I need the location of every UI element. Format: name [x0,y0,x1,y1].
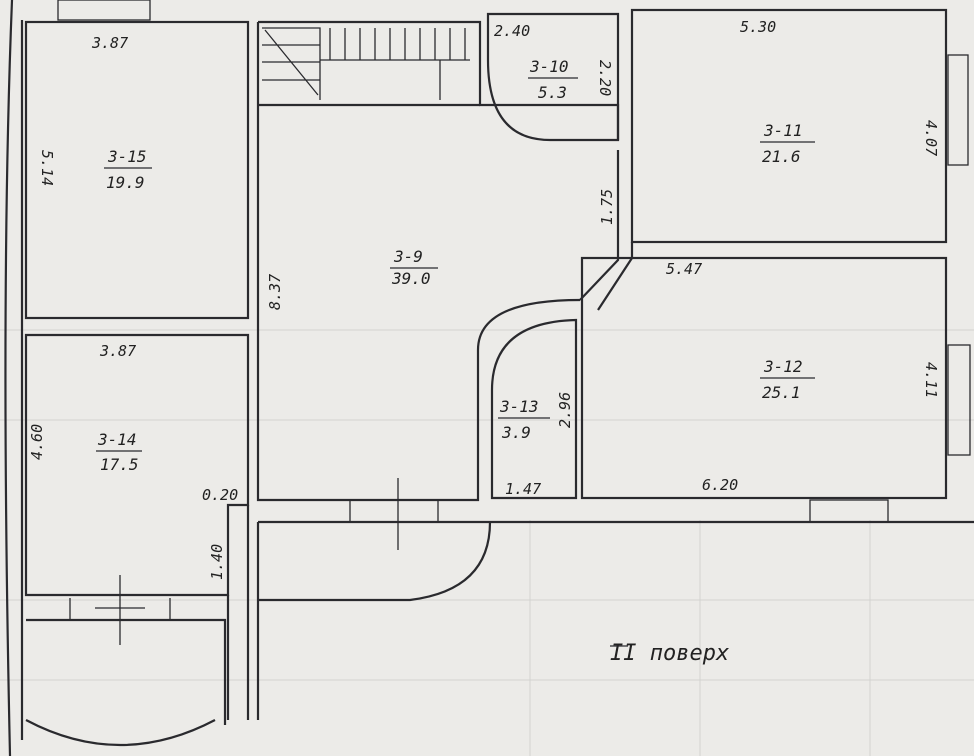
room-area: 17.5 [100,455,139,474]
room-3-12 [580,256,948,500]
dimension: 5.30 [740,18,776,36]
room-id: 3-11 [763,121,803,140]
room-area: 3.9 [501,423,531,442]
dimension: 8.37 [266,274,284,310]
room-area: 21.6 [762,147,801,166]
room-labels: 3-15 19.9 3-14 17.5 3-9 39.0 3-10 5.3 3-… [96,57,815,474]
room-id: 3-10 [529,57,569,76]
room-area: 19.9 [106,173,145,192]
dimension: 2.20 [596,60,614,96]
dimension: 2.96 [556,392,574,428]
room-area: 5.3 [538,83,567,102]
dimension-labels: 3.87 5.14 3.87 4.60 0.20 1.40 8.37 2.40 … [28,18,940,580]
dimension: 2.40 [494,22,530,40]
room-id: 3-13 [499,397,539,416]
walls [4,0,974,756]
room-3-13 [490,318,578,500]
dimension: 3.87 [91,34,128,52]
dimension: 4.11 [922,362,940,398]
room-id: 3-12 [763,357,803,376]
dimension: 1.75 [598,189,616,225]
dimension: 0.20 [202,486,238,504]
dimension: 4.60 [28,424,46,460]
dimension: 1.40 [208,544,226,580]
dimension: 6.20 [702,476,738,494]
room-area: 25.1 [762,383,801,402]
background-grid [0,329,974,756]
dimension: 4.07 [922,120,940,156]
room-3-11 [630,8,948,244]
staircase [262,27,470,100]
dimension: 3.87 [99,342,136,360]
room-3-14 [24,333,250,597]
dimension: 5.14 [38,150,56,186]
dimension: 1.47 [505,480,541,498]
room-id: 3-15 [107,147,147,166]
room-id: 3-14 [97,430,137,449]
floor-title: II поверх [610,641,729,666]
room-3-10 [486,12,620,142]
room-3-15 [24,20,250,320]
room-area: 39.0 [391,269,431,288]
dimension: 5.47 [666,260,702,278]
room-id: 3-9 [393,247,423,266]
